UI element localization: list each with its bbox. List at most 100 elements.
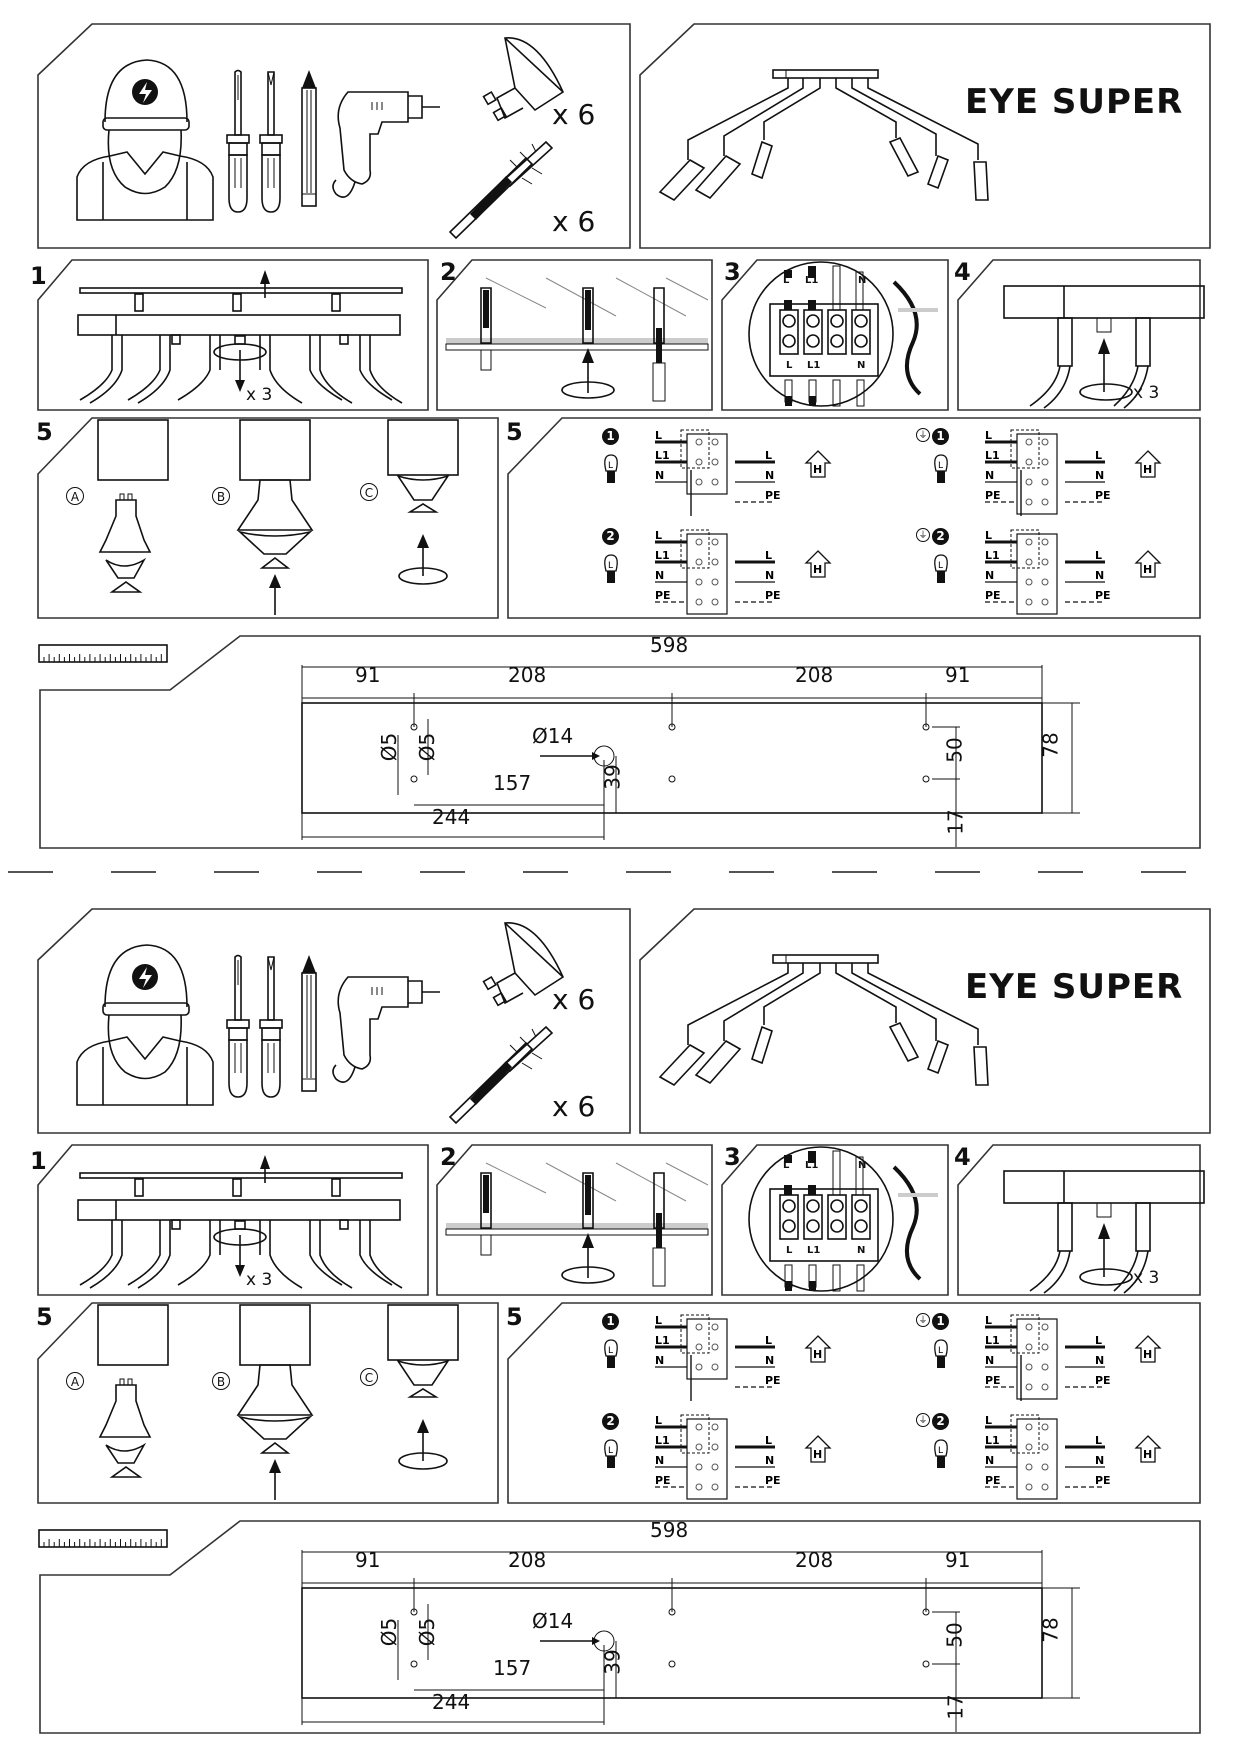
dim-small-hole-dia-2: Ø5 xyxy=(415,732,440,762)
step-1-caption: x 3 xyxy=(246,385,273,405)
svg-text:PE: PE xyxy=(765,1474,781,1487)
lamp-icon: L xyxy=(934,554,948,583)
svg-text:PE: PE xyxy=(765,489,781,502)
terminal-label-l-top: L xyxy=(783,275,790,286)
variant-badge: 1 xyxy=(602,1313,619,1330)
svg-text:N: N xyxy=(765,469,774,482)
step-1-caption: x 3 xyxy=(246,1270,273,1290)
house-icon: H xyxy=(1134,550,1162,578)
drill-icon xyxy=(332,976,440,1083)
step-3-illustration xyxy=(748,1146,938,1292)
variant-badge: 2 xyxy=(602,1413,619,1430)
svg-text:N: N xyxy=(1095,1354,1104,1367)
svg-text:L: L xyxy=(608,1346,613,1356)
pencil-icon xyxy=(301,955,317,1092)
svg-text:N: N xyxy=(985,1454,994,1467)
variant-badge: 1 xyxy=(932,1313,949,1330)
svg-text:PE: PE xyxy=(655,589,671,602)
svg-text:H: H xyxy=(813,1348,822,1361)
svg-text:N: N xyxy=(655,1354,664,1367)
svg-text:L: L xyxy=(985,1314,992,1327)
dim-small-hole-dia-1: Ø5 xyxy=(377,732,402,762)
step-1-number: 1 xyxy=(30,1147,47,1175)
dim-segment-1: 91 xyxy=(355,663,381,687)
step-5a-number: 5 xyxy=(36,418,53,446)
product-title: EYE SUPER xyxy=(965,82,1184,122)
svg-text:H: H xyxy=(813,1448,822,1461)
svg-text:N: N xyxy=(985,569,994,582)
svg-text:PE: PE xyxy=(655,1474,671,1487)
svg-text:PE: PE xyxy=(765,1374,781,1387)
dim-hole-spacing: 50 xyxy=(942,737,967,763)
svg-text:PE: PE xyxy=(985,489,1001,502)
step-3-number: 3 xyxy=(724,258,741,286)
svg-text:H: H xyxy=(1143,1448,1152,1461)
svg-text:L1: L1 xyxy=(655,449,670,462)
mounting-plate-drawing xyxy=(301,1550,1080,1732)
svg-text:L: L xyxy=(985,1414,992,1427)
cut-line xyxy=(8,871,1241,873)
variant-badge: 1 xyxy=(602,428,619,445)
wall-plug-screw-icon xyxy=(448,1025,554,1125)
dim-small-hole-dia-1: Ø5 xyxy=(377,1617,402,1647)
dim-cable-hole-y: 39 xyxy=(600,1649,625,1675)
variant-badge: 2 xyxy=(932,1413,949,1430)
dim-total-width: 598 xyxy=(650,633,689,657)
dim-cable-hole-y: 39 xyxy=(600,764,625,790)
svg-text:H: H xyxy=(1143,463,1152,476)
lamp-icon: L xyxy=(604,1339,618,1368)
dim-cable-hole-x-from-edge: 244 xyxy=(432,805,471,829)
variant-badge: 2 xyxy=(602,528,619,545)
lamp-icon: L xyxy=(934,1339,948,1368)
dim-bottom-offset: 17 xyxy=(943,809,968,835)
svg-text:N: N xyxy=(655,1454,664,1467)
svg-text:PE: PE xyxy=(1095,1474,1111,1487)
svg-text:N: N xyxy=(765,1454,774,1467)
drill-icon xyxy=(332,91,440,198)
svg-text:N: N xyxy=(765,1354,774,1367)
pencil-icon xyxy=(301,70,317,207)
lamp-icon: L xyxy=(604,454,618,483)
lamp-icon: L xyxy=(934,1439,948,1468)
dim-cable-hole-x-from-hole: 157 xyxy=(493,1656,532,1680)
variant-badge: 2 xyxy=(932,528,949,545)
terminal-label-l1: L1 xyxy=(807,360,821,371)
terminal-label-n-top: N xyxy=(858,275,867,286)
gu10-bulb-icon xyxy=(482,922,565,1007)
dim-cable-hole-dia: Ø14 xyxy=(532,1609,574,1633)
dim-cable-hole-x-from-edge: 244 xyxy=(432,1690,471,1714)
terminal-label-l1: L1 xyxy=(807,1245,821,1256)
bulb-quantity: x 6 xyxy=(552,983,596,1016)
earth-icon: ⏚ xyxy=(916,428,930,442)
dim-segment-4: 91 xyxy=(945,1548,971,1572)
svg-text:N: N xyxy=(765,569,774,582)
svg-text:PE: PE xyxy=(1095,489,1111,502)
bulb-option-c: C xyxy=(360,483,378,501)
svg-text:L: L xyxy=(765,1434,772,1447)
step-4-number: 4 xyxy=(954,1143,971,1171)
step-1-illustration xyxy=(77,1155,403,1289)
house-icon: H xyxy=(804,450,832,478)
svg-text:H: H xyxy=(1143,1348,1152,1361)
plug-quantity: x 6 xyxy=(552,1090,596,1123)
electrician-icon xyxy=(76,59,214,221)
dim-segment-3: 208 xyxy=(795,1548,834,1572)
step-4-caption: x 3 xyxy=(1133,383,1160,403)
bulb-option-a: A xyxy=(66,1372,84,1390)
svg-text:L: L xyxy=(655,1414,662,1427)
electrician-icon xyxy=(76,944,214,1106)
svg-text:PE: PE xyxy=(985,1374,1001,1387)
dim-segment-2: 208 xyxy=(508,1548,547,1572)
terminal-label-l1-top: L1 xyxy=(805,275,819,286)
step-4-illustration xyxy=(1003,285,1205,409)
step-5b-number: 5 xyxy=(506,418,523,446)
dim-height: 78 xyxy=(1038,732,1063,758)
step-3-illustration xyxy=(748,261,938,407)
svg-text:L: L xyxy=(938,1346,943,1356)
